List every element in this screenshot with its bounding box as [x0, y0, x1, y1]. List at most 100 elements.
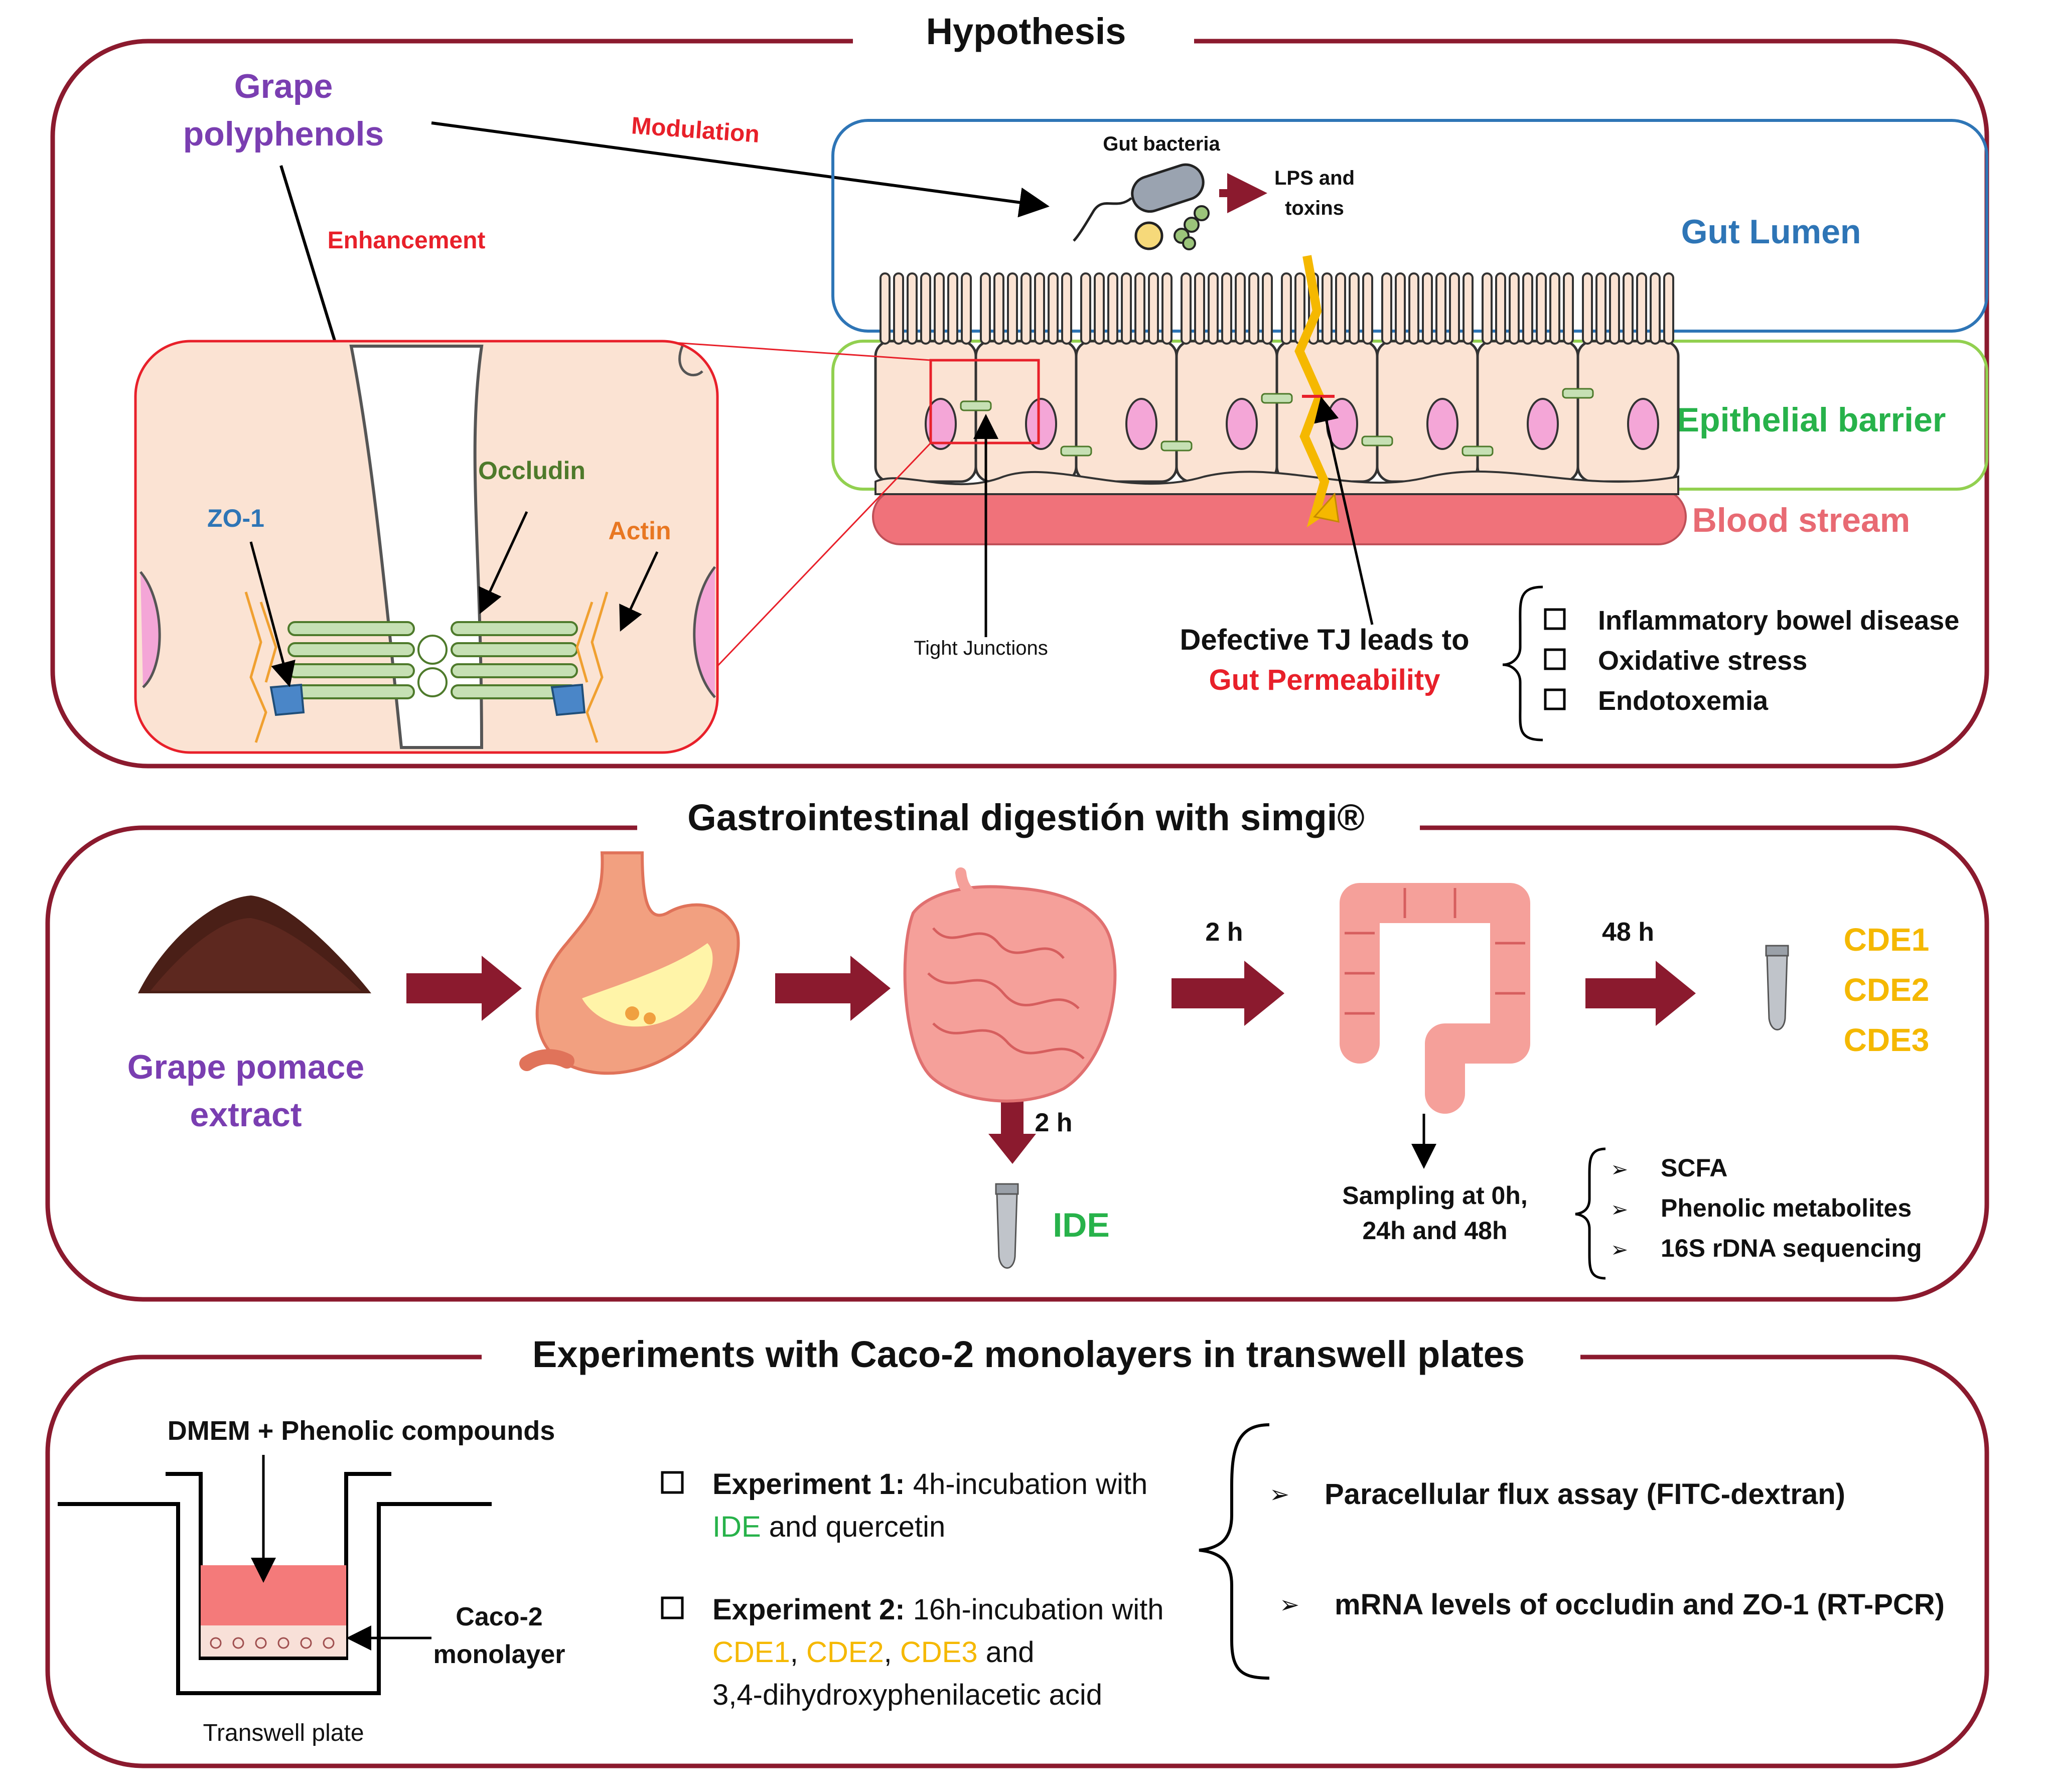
flow-arrows [406, 956, 1696, 1164]
microvillus [1563, 272, 1574, 345]
microvillus [1235, 272, 1246, 345]
enhancement-label: Enhancement [328, 227, 486, 254]
cde2-label: CDE2 [1844, 972, 1930, 1008]
zo1-label: ZO-1 [207, 504, 264, 532]
microvillus [1463, 272, 1474, 345]
exp2-sep: , [790, 1636, 806, 1669]
stomach-icon [519, 851, 740, 1075]
cde1-label: CDE1 [1844, 922, 1930, 958]
svg-text:CDE1, CDE2, CDE3 and: CDE1, CDE2, CDE3 and [712, 1636, 1035, 1669]
nucleus [925, 398, 957, 450]
digestion-title: Gastrointestinal digestión with simgi® [687, 797, 1365, 838]
hypothesis-panel: Hypothesis Grape polyphenols Modulation … [50, 11, 1989, 769]
time-48h: 48 h [1602, 918, 1654, 947]
tight-junction [1060, 445, 1092, 457]
microvillus [920, 272, 931, 345]
tube-icon-cde [1765, 945, 1789, 1030]
conditions-brace [1502, 585, 1543, 741]
microvillus [993, 272, 1004, 345]
svg-text:➢: ➢ [1279, 1592, 1299, 1618]
exp2-cde2: CDE2 [806, 1636, 884, 1669]
assay-item: Paracellular flux assay (FITC-dextran) [1325, 1478, 1845, 1511]
microvillus [880, 272, 891, 345]
caco2-line2: monolayer [433, 1640, 565, 1669]
microvillus [907, 272, 918, 345]
microvillus [1509, 272, 1520, 345]
microvillus [1536, 272, 1547, 345]
transwell-icon [58, 1472, 492, 1695]
microvillus [1248, 272, 1259, 345]
condition-item: Inflammatory bowel disease [1598, 606, 1959, 636]
microvillus [1094, 272, 1105, 345]
pomace-line1: Grape pomace [127, 1048, 364, 1086]
epithelial-cell [1275, 340, 1379, 483]
microvillus [961, 272, 972, 345]
microvillus [1181, 272, 1192, 345]
microvillus [1061, 272, 1072, 345]
microvillus [893, 272, 904, 345]
analyses-brace [1575, 1147, 1606, 1280]
microvillus [1034, 272, 1045, 345]
modulation-label: Modulation [631, 112, 761, 148]
transwell-label: Transwell plate [203, 1720, 364, 1746]
exp2-text3: 3,4-dihydroxyphenilacetic acid [712, 1679, 1102, 1711]
analysis-item: SCFA [1661, 1154, 1727, 1182]
exp1-text2: and quercetin [761, 1511, 946, 1543]
ide-label: IDE [1053, 1206, 1109, 1244]
sampling-line1: Sampling at 0h, [1342, 1181, 1528, 1210]
pomace-line2: extract [190, 1096, 302, 1134]
epithelial-cell [1075, 340, 1178, 483]
tube-icon-ide [995, 1183, 1019, 1269]
digestion-panel: Gastrointestinal digestión with simgi® G… [45, 797, 1989, 1302]
microvillus [1048, 272, 1059, 345]
microvillus [1549, 272, 1560, 345]
microvillus [1148, 272, 1159, 345]
epithelial-cell [1476, 340, 1579, 483]
analysis-item: Phenolic metabolites [1661, 1194, 1912, 1222]
microvillus [1636, 272, 1647, 345]
analysis-item: 16S rDNA sequencing [1661, 1234, 1922, 1262]
epithelial-cell [874, 340, 977, 483]
bacteria-icon [1073, 163, 1210, 250]
microvillus [1020, 272, 1032, 345]
assay-item: mRNA levels of occludin and ZO-1 (RT-PCR… [1335, 1588, 1945, 1621]
condition-item: Endotoxemia [1598, 686, 1769, 716]
exp1-ide: IDE [712, 1511, 761, 1543]
microvillus [1107, 272, 1118, 345]
permeability-bolt [1294, 255, 1332, 528]
defective-tj-label: Defective TJ leads to [1180, 624, 1470, 656]
microvillus [1435, 272, 1446, 345]
microvillus [1482, 272, 1493, 345]
epithelial-cell [974, 340, 1078, 483]
cde3-label: CDE3 [1844, 1022, 1930, 1058]
microvillus [1395, 272, 1406, 345]
microvillus [1208, 272, 1219, 345]
microvillus [1121, 272, 1132, 345]
microvillus [1080, 272, 1091, 345]
microvillus [1595, 272, 1606, 345]
exp2-label: Experiment 2: [712, 1593, 905, 1626]
exp2-cde3: CDE3 [900, 1636, 978, 1669]
nucleus [1226, 398, 1258, 450]
tight-junction [1462, 445, 1494, 457]
exp1-label: Experiment 1: [712, 1468, 905, 1501]
experiments-panel: Experiments with Caco-2 monolayers in tr… [45, 1329, 1989, 1768]
gut-lumen-label: Gut Lumen [1681, 213, 1861, 251]
experiment-2: Experiment 2: 16h-incubation with [712, 1593, 1163, 1626]
polyphenols-label: polyphenols [183, 115, 384, 153]
conditions-list: Inflammatory bowel disease Oxidative str… [1544, 606, 1959, 716]
lps-line1: LPS and [1274, 167, 1355, 189]
small-intestine-icon [903, 867, 1117, 1103]
grape-label: Grape [234, 67, 333, 105]
epithelial-cells [874, 272, 1680, 495]
experiments-title: Experiments with Caco-2 monolayers in tr… [532, 1333, 1525, 1375]
nucleus [1025, 398, 1057, 450]
microvillus [1623, 272, 1634, 345]
microvillus [1650, 272, 1661, 345]
microvillus [1449, 272, 1460, 345]
lps-line2: toxins [1285, 197, 1344, 219]
tight-junction [1160, 440, 1193, 452]
microvillus [1262, 272, 1273, 345]
modulation-arrow [431, 121, 1050, 218]
